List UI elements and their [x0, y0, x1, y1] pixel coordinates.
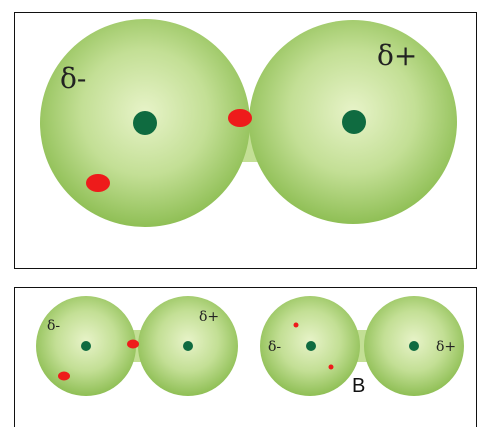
molecule-b-electron-lower: [328, 364, 334, 370]
molecule-a-electron-left: [58, 371, 70, 381]
top-electron-bridge: [228, 109, 252, 127]
molecule-a-left-nucleus: [81, 341, 91, 351]
molecule-a-right-partial-charge-label: δ+: [199, 309, 219, 325]
molecule-a-left-partial-charge-label: δ-: [47, 318, 60, 334]
molecule-b-marker-label: B: [352, 375, 365, 397]
top-left-nucleus: [133, 111, 157, 135]
top-left-partial-charge-label: δ-: [60, 62, 86, 95]
top-molecule: δ- δ+: [40, 19, 457, 227]
molecule-b-left-nucleus: [306, 341, 316, 351]
molecule-b-electron-upper: [293, 322, 299, 328]
top-right-partial-charge-label: δ+: [377, 39, 417, 72]
molecule-a-electron-bridge: [127, 339, 139, 349]
molecule-b-right-partial-charge-label: δ+: [436, 339, 456, 355]
molecule-a-right-nucleus: [183, 341, 193, 351]
molecule-b-left-partial-charge-label: δ-: [268, 339, 281, 355]
bottom-molecule-b: δ- δ+ B: [260, 296, 464, 397]
top-right-nucleus: [342, 110, 366, 134]
molecule-b-right-nucleus: [409, 341, 419, 351]
top-electron-left: [86, 174, 110, 192]
bottom-molecule-a: δ- δ+: [36, 296, 238, 396]
